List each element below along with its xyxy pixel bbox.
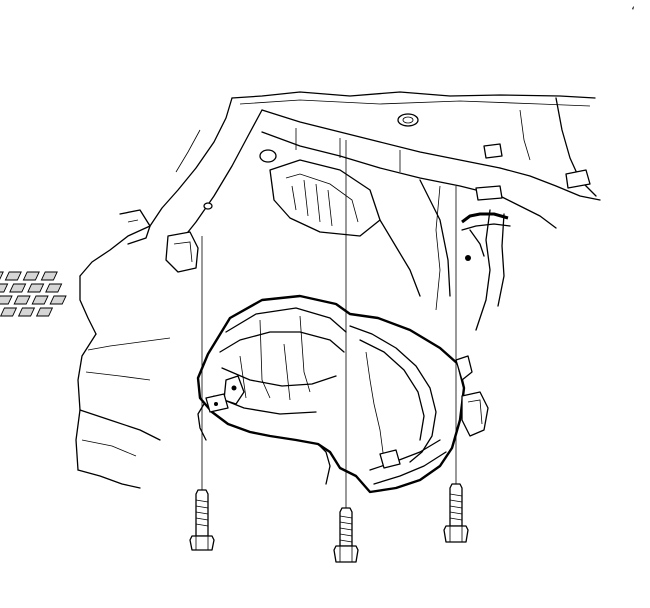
vehicle-underbody xyxy=(0,91,601,489)
fuel-tank-shield xyxy=(196,294,489,494)
floor-vent-grid xyxy=(0,271,67,317)
corner-mark: ‘ xyxy=(629,6,636,17)
bolt-right xyxy=(443,483,469,543)
bolt-guide-lines xyxy=(201,140,457,508)
bolt-left xyxy=(189,489,215,551)
bolt-center xyxy=(333,507,359,563)
